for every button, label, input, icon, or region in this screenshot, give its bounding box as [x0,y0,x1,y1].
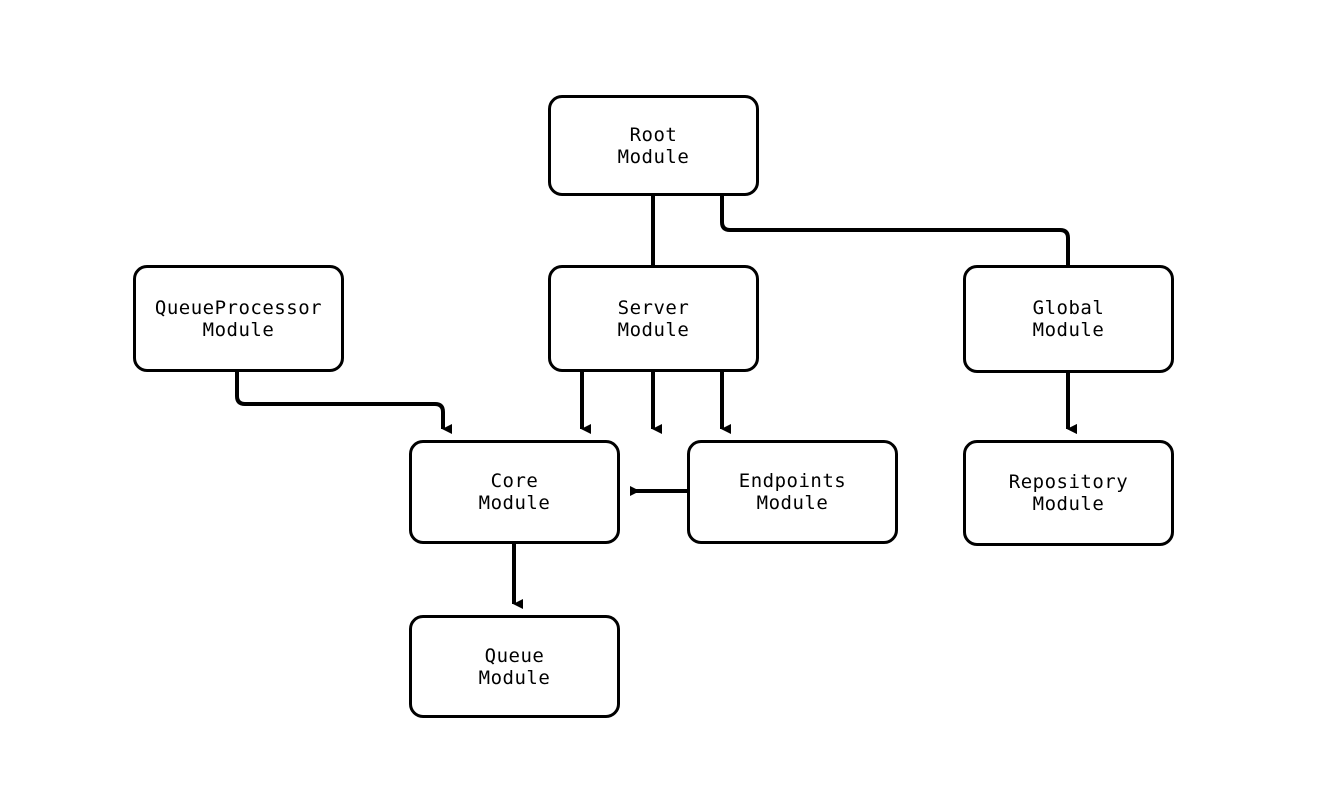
node-root-module-label-line1: Root [629,123,678,146]
node-root-module-label-line2: Module [617,145,690,168]
edge-queueprocessor-to-core [235,372,452,434]
edge-root-to-global [720,196,1077,434]
node-queueprocessor-module[interactable]: QueueProcessor Module [133,265,344,372]
node-server-module-label-line1: Server [617,296,690,319]
node-core-module-label-line1: Core [490,470,539,492]
node-server-module[interactable]: Server Module [548,265,759,372]
node-queueprocessor-module-label-line1: QueueProcessor [154,296,323,319]
node-endpoints-module[interactable]: Endpoints Module [687,440,898,544]
node-endpoints-module-label-line2: Module [756,492,829,514]
node-queue-module-label-line2: Module [478,666,551,689]
node-queue-module-label-line1: Queue [484,644,545,667]
node-repository-module-label-line2: Module [1032,493,1105,515]
node-global-module-label-line2: Module [1032,319,1105,341]
node-global-module-label-line1: Global [1032,297,1105,319]
node-queue-module[interactable]: Queue Module [409,615,620,718]
node-core-module[interactable]: Core Module [409,440,620,544]
node-root-module[interactable]: Root Module [548,95,759,196]
node-global-module[interactable]: Global Module [963,265,1174,373]
node-server-module-label-line2: Module [617,318,690,341]
node-repository-module[interactable]: Repository Module [963,440,1174,546]
node-repository-module-label-line1: Repository [1008,471,1129,493]
node-core-module-label-line2: Module [478,492,551,514]
node-queueprocessor-module-label-line2: Module [202,318,275,341]
node-endpoints-module-label-line1: Endpoints [738,470,847,492]
